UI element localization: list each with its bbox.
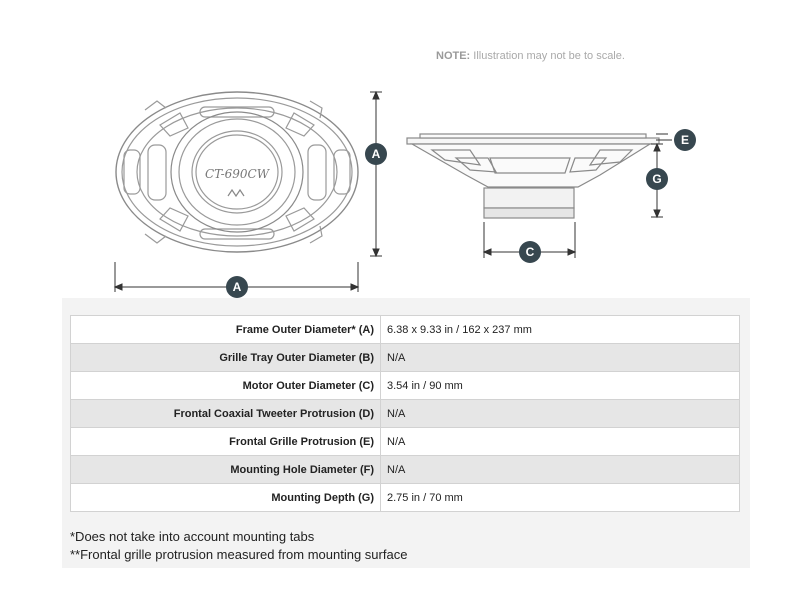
speaker-side-view — [406, 133, 660, 219]
spec-row-frontal-coaxial-tweeter-protrusion: Frontal Coaxial Tweeter Protrusion (D) N… — [70, 399, 740, 428]
spec-value: 3.54 in / 90 mm — [380, 371, 740, 400]
footnote-grille-protrusion: **Frontal grille protrusion measured fro… — [70, 547, 408, 562]
label-g: G — [652, 172, 661, 186]
spec-label: Mounting Hole Diameter (F) — [70, 455, 381, 484]
footnotes: *Does not take into account mounting tab… — [70, 528, 407, 564]
label-a-bottom-marker — [226, 276, 248, 298]
label-a-right: A — [372, 147, 381, 161]
spec-value: N/A — [380, 343, 740, 372]
label-c-marker — [519, 241, 541, 263]
label-a-right-marker — [365, 143, 387, 165]
spec-row-mounting-hole-diameter: Mounting Hole Diameter (F) N/A — [70, 455, 740, 484]
label-e-marker — [674, 129, 696, 151]
label-c: C — [526, 245, 535, 259]
spec-label: Frame Outer Diameter* (A) — [70, 315, 381, 344]
spec-value: 6.38 x 9.33 in / 162 x 237 mm — [380, 315, 740, 344]
speaker-front-view — [115, 91, 359, 253]
spec-row-frame-outer-diameter: Frame Outer Diameter* (A) 6.38 x 9.33 in… — [70, 315, 740, 344]
spec-value: N/A — [380, 399, 740, 428]
spec-label: Mounting Depth (G) — [70, 483, 381, 512]
label-e: E — [681, 133, 689, 147]
spec-label: Frontal Grille Protrusion (E) — [70, 427, 381, 456]
spec-row-grille-tray-outer-diameter: Grille Tray Outer Diameter (B) N/A — [70, 343, 740, 372]
dimension-e — [656, 133, 672, 141]
note-text: Illustration may not be to scale. — [473, 50, 625, 62]
spec-row-frontal-grille-protrusion: Frontal Grille Protrusion (E) N/A — [70, 427, 740, 456]
spec-label: Frontal Coaxial Tweeter Protrusion (D) — [70, 399, 381, 428]
dimension-c — [482, 222, 577, 258]
label-g-marker — [646, 168, 668, 190]
jl-audio-mark — [227, 188, 245, 198]
spec-value: N/A — [380, 427, 740, 456]
specs-table: Frame Outer Diameter* (A) 6.38 x 9.33 in… — [70, 315, 740, 512]
spec-row-motor-outer-diameter: Motor Outer Diameter (C) 3.54 in / 90 mm — [70, 371, 740, 400]
spec-value: N/A — [380, 455, 740, 484]
spec-row-mounting-depth: Mounting Depth (G) 2.75 in / 70 mm — [70, 483, 740, 512]
speaker-logo: CT-690CW — [205, 167, 271, 181]
spec-label: Motor Outer Diameter (C) — [70, 371, 381, 400]
speaker-dimension-diagram: CT-690CW A A E — [113, 90, 696, 298]
note-prefix: NOTE: — [436, 50, 471, 62]
dimension-a-vertical — [370, 90, 382, 258]
specs-panel: Frame Outer Diameter* (A) 6.38 x 9.33 in… — [62, 298, 750, 568]
label-a-bottom: A — [233, 280, 242, 294]
spec-label: Grille Tray Outer Diameter (B) — [70, 343, 381, 372]
footnote-mounting-tabs: *Does not take into account mounting tab… — [70, 529, 315, 544]
scale-note: NOTE: Illustration may not be to scale. — [436, 50, 625, 62]
spec-value: 2.75 in / 70 mm — [380, 483, 740, 512]
